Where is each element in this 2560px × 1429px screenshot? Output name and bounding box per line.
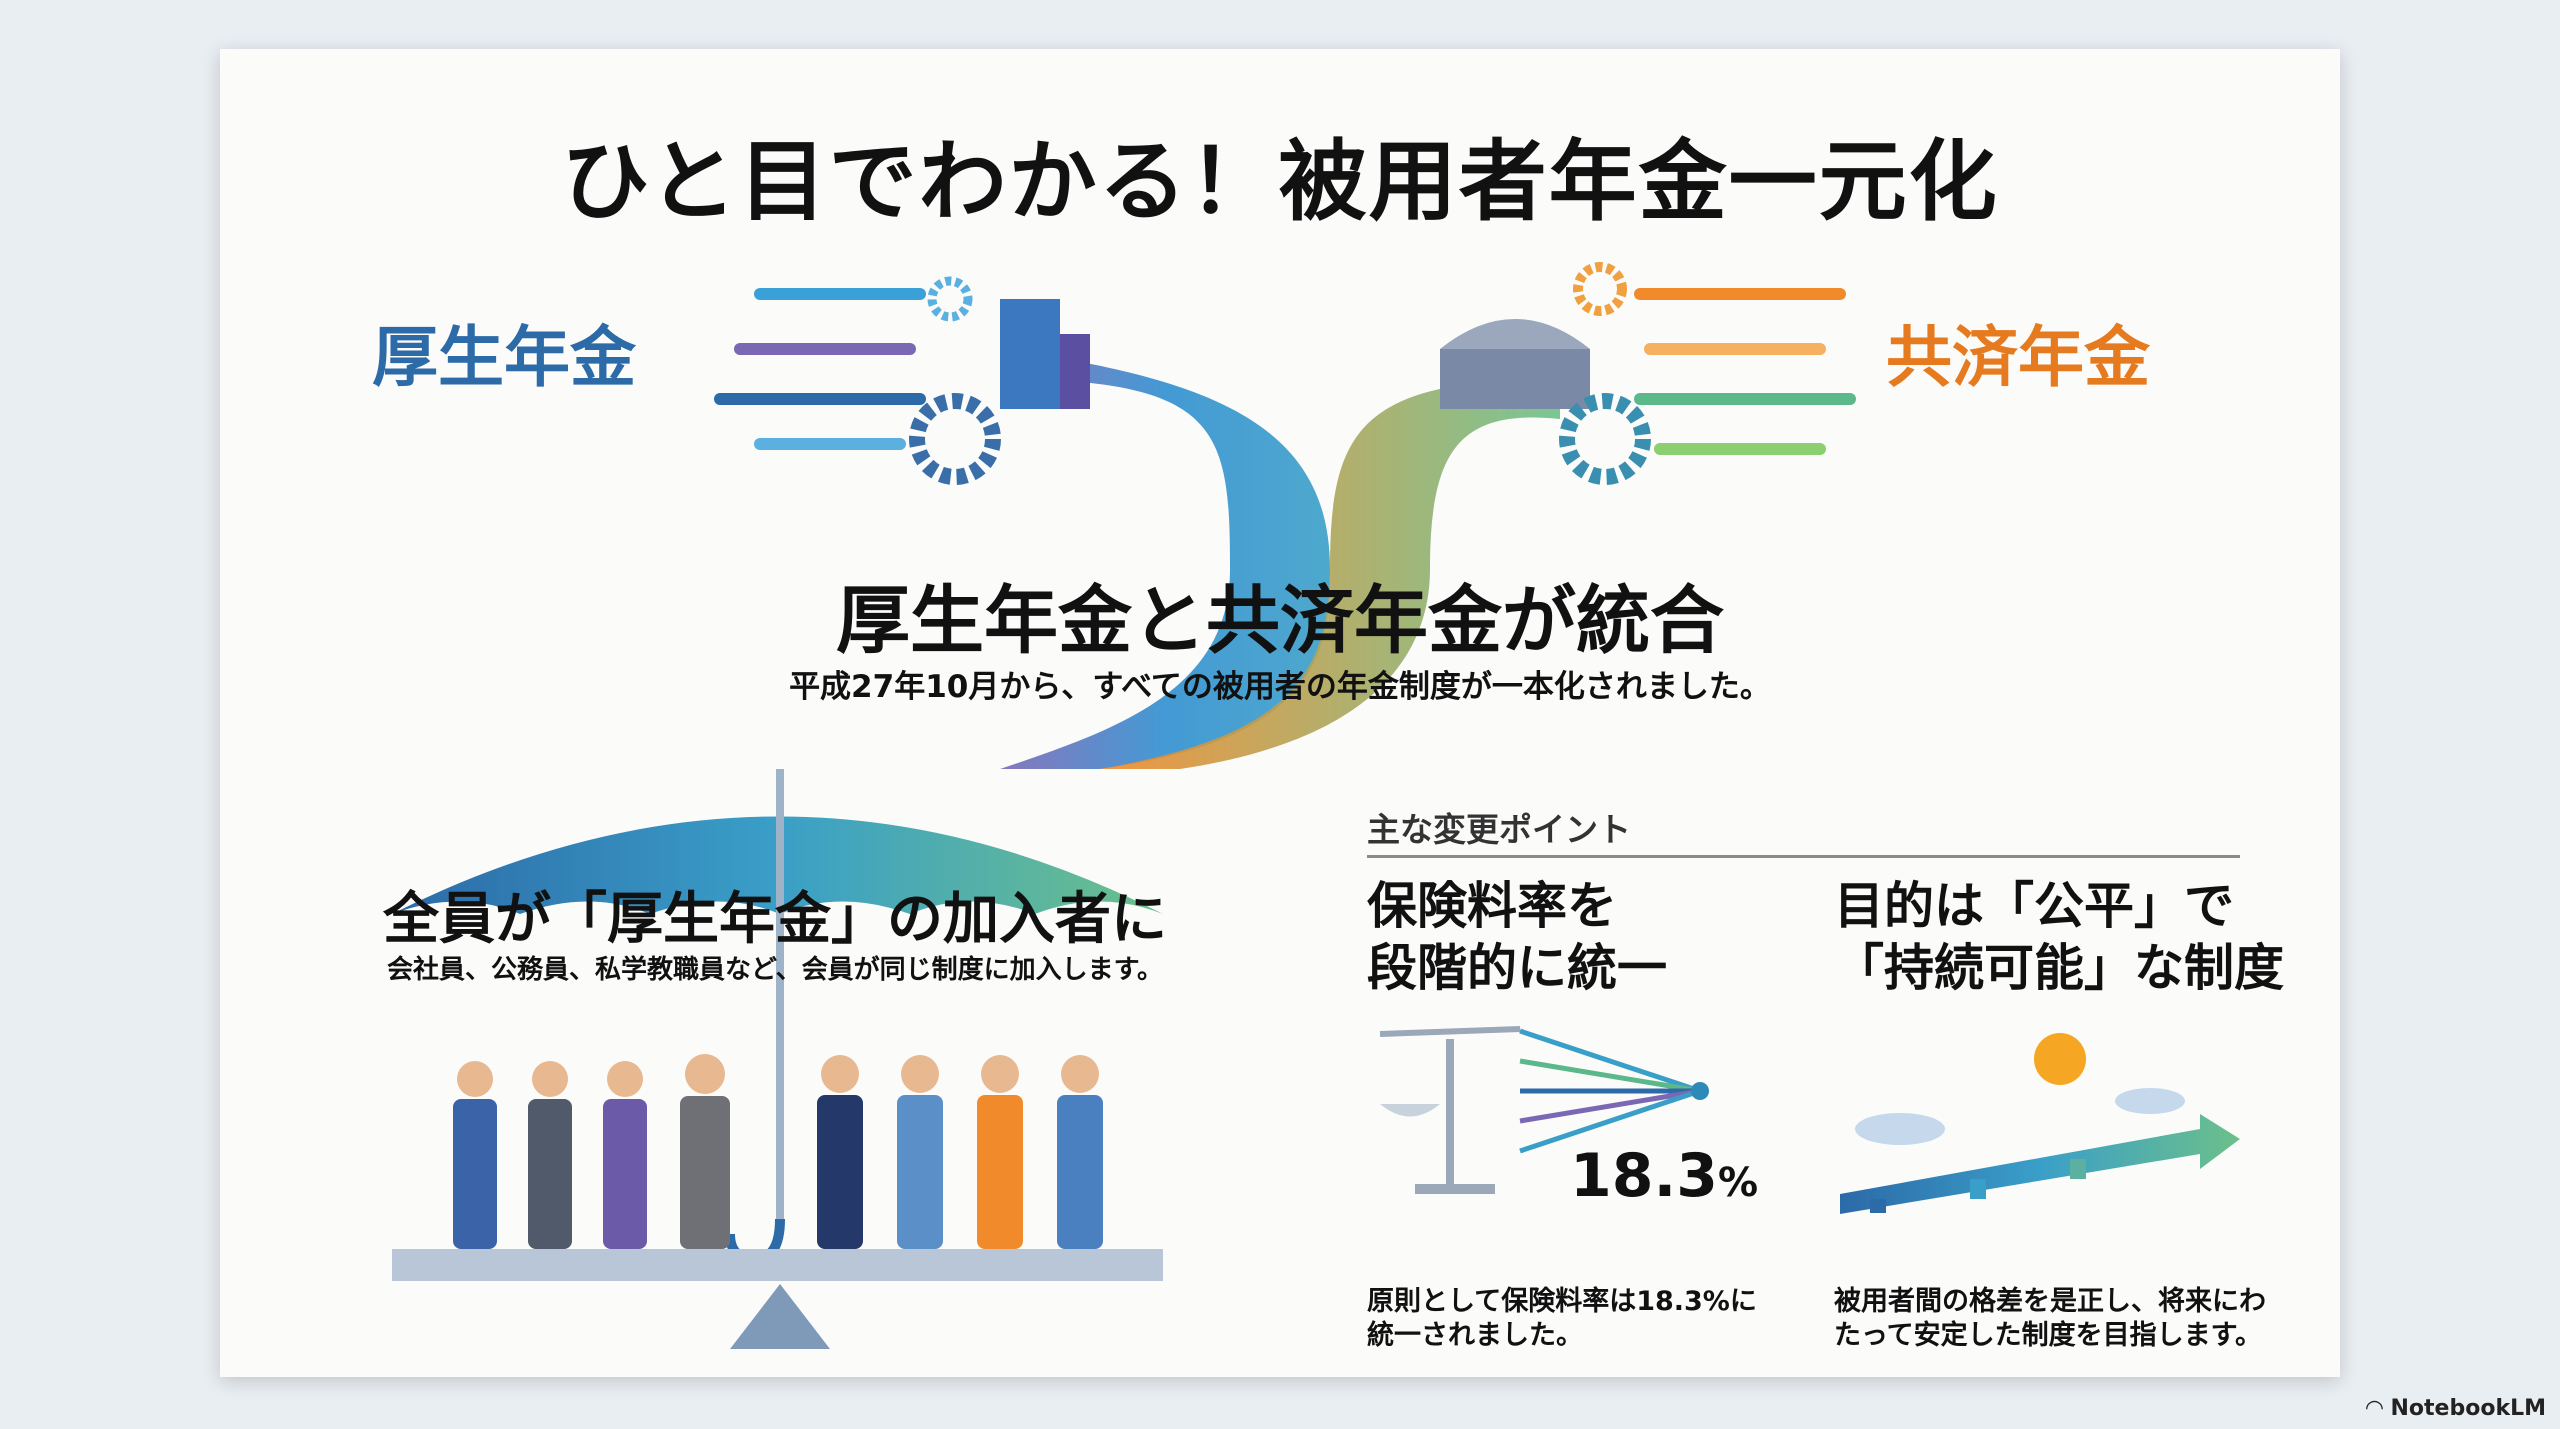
kyosai-nenkin-label: 共済年金	[1886, 319, 2150, 396]
title-line: 「持続可能」な制度	[1834, 939, 2284, 997]
government-building-icon	[1440, 349, 1590, 409]
page-title: ひと目でわかる！被用者年金一元化	[561, 130, 1999, 233]
umbrella-illustration	[392, 769, 1163, 1349]
rate-number: 18.3	[1570, 1141, 1719, 1211]
title-line: 目的は「公平」で	[1834, 877, 2234, 935]
everyone-title: 全員が「厚生年金」の加入者に	[383, 887, 1167, 952]
gear-icon	[927, 276, 973, 322]
rate-value: 18.3%	[1570, 1141, 1758, 1211]
everyone-text: 会社員、公務員、私学教職員など、会員が同じ制度に加入します。	[386, 955, 1164, 985]
subheadline: 平成27年10月から、すべての被用者の年金制度が一本化されました。	[789, 669, 1771, 705]
point-purpose-title: 目的は「公平」で 「持続可能」な制度	[1834, 875, 2284, 999]
title-line: 段階的に統一	[1367, 939, 1667, 997]
cloud-icon	[1855, 1113, 1945, 1145]
gear-icon	[1559, 393, 1651, 485]
point-purpose-text: 被用者間の格差を是正し、将来にわ たって安定した制度を目指します。	[1834, 1285, 2266, 1353]
merge-flow-illustration	[714, 262, 1856, 769]
divider	[1367, 855, 2240, 858]
point-rate-title: 保険料率を 段階的に統一	[1367, 875, 1667, 999]
bridge-sun-icon	[1840, 1033, 2240, 1214]
balance-platform	[392, 1249, 1163, 1281]
points-heading: 主な変更ポイント	[1367, 810, 1631, 849]
scale-rate-icon	[1379, 1026, 1709, 1194]
text-line: 原則として保険料率は18.3%に	[1367, 1286, 1757, 1317]
rate-unit: %	[1718, 1160, 1759, 1206]
text-line: 被用者間の格差を是正し、将来にわ	[1834, 1286, 2266, 1317]
point-rate-text: 原則として保険料率は18.3%に 統一されました。	[1367, 1285, 1757, 1353]
cloud-icon	[2115, 1088, 2185, 1114]
watermark-text: NotebookLM	[2390, 1396, 2546, 1421]
notebooklm-logo-icon: ◠	[2365, 1396, 2391, 1421]
infographic-slide: ひと目でわかる！被用者年金一元化 厚生年金 共済年金 厚生年金と共済年金が統合 …	[220, 49, 2340, 1377]
office-building-icon	[1000, 299, 1060, 409]
gear-icon	[909, 393, 1001, 485]
notebooklm-watermark: ◠ NotebookLM	[2366, 1396, 2546, 1421]
text-line: たって安定した制度を目指します。	[1834, 1320, 2262, 1351]
headline: 厚生年金と共済年金が統合	[836, 578, 1724, 664]
text-line: 統一されました。	[1367, 1320, 1583, 1351]
balance-pivot	[730, 1284, 830, 1349]
people-group	[453, 1054, 1103, 1249]
gear-icon	[1573, 262, 1627, 316]
kosei-nenkin-label: 厚生年金	[372, 319, 636, 396]
title-line: 保険料率を	[1367, 877, 1617, 935]
sun-icon	[2034, 1033, 2086, 1085]
